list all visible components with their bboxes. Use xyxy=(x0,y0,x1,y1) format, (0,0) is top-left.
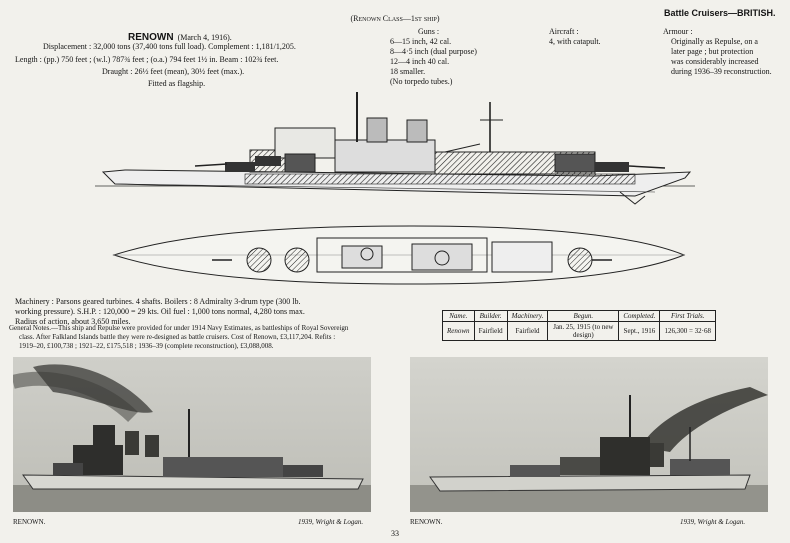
ship-photo-right-image xyxy=(410,357,768,512)
trials-table: Name. Builder. Machinery. Begun. Complet… xyxy=(442,310,716,341)
armour-block: Armour : Originally as Repulse, on a lat… xyxy=(663,27,772,77)
section-title: Battle Cruisers—BRITISH. xyxy=(664,8,776,18)
table-header: Completed. xyxy=(618,310,661,322)
guns-label: Guns : xyxy=(418,27,440,36)
length-line: Length : (pp.) 750 feet ; (w.l.) 787¾ fe… xyxy=(15,55,279,64)
ship-plan-drawing xyxy=(112,225,686,285)
table-cell: Sept., 1916 xyxy=(618,321,661,341)
gun-item: (No torpedo tubes.) xyxy=(390,77,453,86)
table-cell: Fairfield xyxy=(506,321,549,341)
table-cell: Renown xyxy=(442,321,475,341)
table-header: Machinery. xyxy=(506,310,549,322)
ship-profile-drawing xyxy=(95,92,695,205)
armour-label: Armour : xyxy=(663,27,693,36)
armour-line: Originally as Repulse, on a xyxy=(671,37,758,46)
guns-block: Guns : 6—15 inch, 42 cal. 8—4·5 inch (du… xyxy=(390,27,477,87)
gun-item: 18 smaller. xyxy=(390,67,426,76)
table-header: Builder. xyxy=(473,310,508,322)
ship-name: RENOWN xyxy=(128,32,174,43)
table-header-row: Name. Builder. Machinery. Begun. Complet… xyxy=(442,310,716,322)
aircraft-value: 4, with catapult. xyxy=(549,37,601,46)
armour-line: was considerably increased xyxy=(671,57,759,66)
draught-line: Draught : 26½ feet (mean), 30½ feet (max… xyxy=(102,67,245,76)
gun-item: 8—4·5 inch (dual purpose) xyxy=(390,47,477,56)
aircraft-label: Aircraft : xyxy=(549,27,579,36)
machinery-line: Radius of action, about 3,650 miles. xyxy=(15,317,131,326)
displacement-line: Displacement : 32,000 tons (37,400 tons … xyxy=(43,42,296,51)
notes-line: General Notes.—This ship and Repulse wer… xyxy=(9,324,349,332)
ship-title: RENOWN (March 4, 1916). xyxy=(128,27,232,45)
table-header: Begun. xyxy=(547,310,620,322)
table-cell: 126,300 = 32·68 xyxy=(659,321,716,341)
general-notes: General Notes.—This ship and Repulse wer… xyxy=(9,324,348,351)
photo-caption-left: RENOWN. xyxy=(13,518,46,526)
page-number: 33 xyxy=(391,529,399,538)
gun-item: 6—15 inch, 42 cal. xyxy=(390,37,452,46)
armour-line: later page ; but protection xyxy=(671,47,754,56)
ship-photo-right xyxy=(410,357,768,512)
machinery-block: Machinery : Parsons geared turbines. 4 s… xyxy=(15,297,305,327)
aircraft-block: Aircraft : 4, with catapult. xyxy=(549,27,601,47)
photo-caption-right: RENOWN. xyxy=(410,518,443,526)
gun-item: 12—4 inch 40 cal. xyxy=(390,57,450,66)
ship-photo-left-image xyxy=(13,357,371,512)
table-row: Renown Fairfield Fairfield Jan. 25, 1915… xyxy=(442,321,716,341)
table-cell: Jan. 25, 1915 (to new design) xyxy=(547,321,620,341)
table-header: Name. xyxy=(442,310,475,322)
table-cell: Fairfield xyxy=(473,321,508,341)
machinery-line: working pressure). S.H.P. : 120,000 = 29… xyxy=(15,307,305,316)
notes-line: class. After Falkland Islands battle the… xyxy=(19,333,336,341)
notes-line: 1919–20, £100,738 ; 1921–22, £175,518 ; … xyxy=(19,342,274,350)
machinery-line: Machinery : Parsons geared turbines. 4 s… xyxy=(15,297,301,306)
ship-photo-left xyxy=(13,357,371,512)
class-note: (Renown Class—1st ship) xyxy=(350,14,440,23)
photo-credit-right: 1939, Wright & Logan. xyxy=(680,518,746,526)
photo-credit-left: 1939, Wright & Logan. xyxy=(298,518,364,526)
armour-line: during 1936–39 reconstruction. xyxy=(671,67,772,76)
table-header: First Trials. xyxy=(659,310,716,322)
flagship-note: Fitted as flagship. xyxy=(148,79,206,88)
ship-launch-date: (March 4, 1916). xyxy=(177,33,232,42)
